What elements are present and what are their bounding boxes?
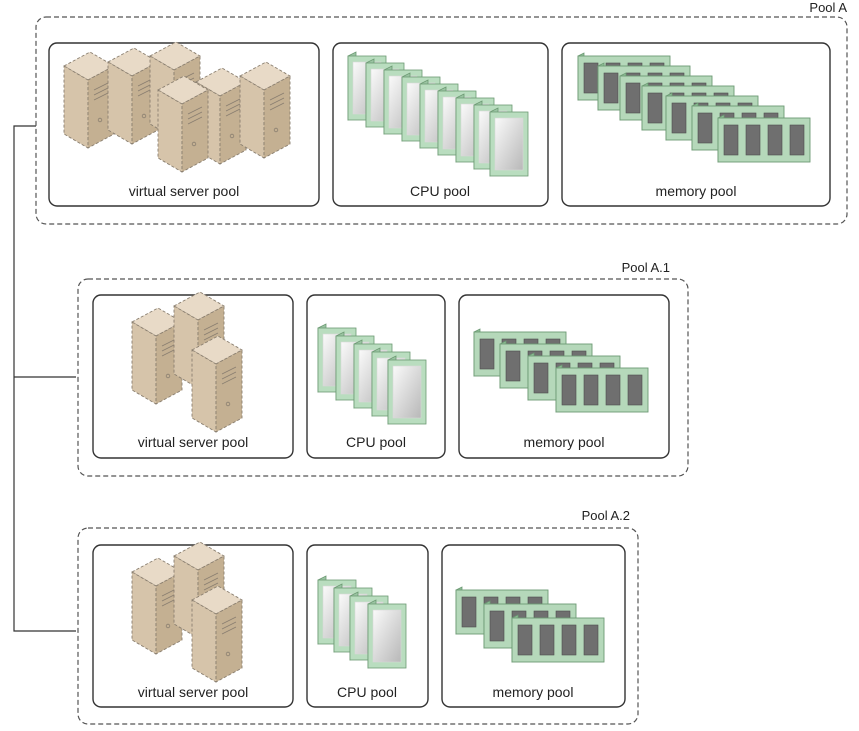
pool-a2: Pool A.2 virtual server pool CPU pool — [77, 508, 639, 725]
connector-bracket — [13, 125, 76, 632]
cell-label: CPU pool — [410, 183, 470, 199]
pool-a1: Pool A.1 virtual server pool CPU pool — [77, 260, 689, 477]
cell-label: CPU pool — [346, 434, 406, 450]
pool-a1-frame — [77, 278, 689, 477]
cell-label: CPU pool — [337, 684, 397, 700]
pool-a1-cpu-cell: CPU pool — [306, 294, 446, 459]
pool-a2-memory-cell: memory pool — [441, 544, 626, 708]
cell-label: virtual server pool — [138, 684, 249, 700]
cell-label: virtual server pool — [138, 434, 249, 450]
pool-a-cpu-cell: CPU pool — [332, 42, 549, 207]
pool-a2-server-cell: virtual server pool — [92, 541, 294, 708]
pool-a-memory-cell: memory pool — [561, 42, 831, 207]
pool-a-title: Pool A — [809, 0, 847, 15]
pool-a2-cpu-cell: CPU pool — [306, 544, 429, 708]
pool-a1-server-cell: virtual server pool — [92, 291, 294, 459]
cell-label: memory pool — [493, 684, 574, 700]
pool-a2-frame — [77, 527, 639, 725]
cell-label: memory pool — [524, 434, 605, 450]
pool-a1-title: Pool A.1 — [622, 260, 670, 275]
pool-a1-memory-cell: memory pool — [458, 294, 670, 459]
pool-a-frame — [35, 16, 848, 225]
pool-a2-title: Pool A.2 — [582, 508, 630, 523]
cell-label: virtual server pool — [129, 183, 240, 199]
pool-a: Pool A virtual server pool — [35, 0, 848, 225]
pool-a-server-cell: virtual server pool — [48, 41, 320, 207]
cell-label: memory pool — [656, 183, 737, 199]
